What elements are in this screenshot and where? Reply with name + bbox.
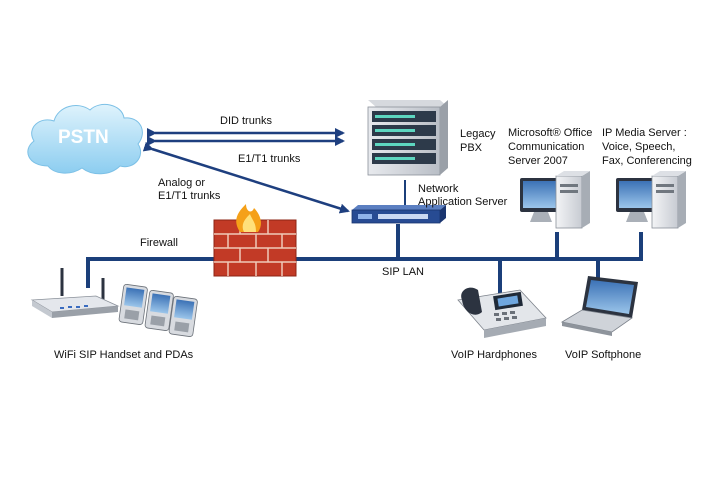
sip-lan-lines bbox=[86, 224, 643, 295]
wifi-access-point-icon bbox=[30, 268, 120, 318]
voip-softphone-laptop-icon bbox=[560, 276, 638, 336]
legacy-pbx-label-line2: PBX bbox=[460, 142, 483, 154]
voip-hardphones-label: VoIP Hardphones bbox=[451, 349, 538, 361]
network-app-server-icon bbox=[351, 205, 446, 224]
app-server-label-line1: Network bbox=[418, 183, 459, 195]
trunk-arrows bbox=[142, 128, 350, 214]
pda-handset-icons bbox=[118, 283, 198, 337]
voip-softphone-label: VoIP Softphone bbox=[565, 349, 642, 361]
sip-lan-label: SIP LAN bbox=[382, 266, 424, 278]
e1t1-trunks-label: E1/T1 trunks bbox=[238, 153, 301, 165]
ms-ocs-label-line1: Microsoft® Office bbox=[508, 127, 593, 139]
voip-hardphone-icon bbox=[457, 287, 547, 338]
ms-ocs-computer-icon bbox=[520, 171, 590, 229]
analog-trunks-label-line1: Analog or bbox=[158, 177, 206, 189]
ip-media-server-label-line3: Fax, Conferencing bbox=[602, 155, 692, 167]
ms-ocs-label-line3: Server 2007 bbox=[508, 155, 568, 167]
ms-ocs-label-line2: Communication bbox=[508, 141, 585, 153]
firewall-label: Firewall bbox=[140, 237, 178, 249]
ip-media-server-label-line2: Voice, Speech, bbox=[602, 141, 676, 153]
pstn-cloud-icon bbox=[27, 103, 143, 175]
did-trunks-label: DID trunks bbox=[220, 115, 272, 127]
analog-trunks-label-line2: E1/T1 trunks bbox=[158, 190, 221, 202]
ip-media-server-label-line1: IP Media Server : bbox=[602, 127, 687, 139]
app-server-label-line2: Application Server bbox=[418, 196, 508, 208]
firewall-icon bbox=[213, 204, 297, 277]
ip-media-server-computer-icon bbox=[616, 171, 686, 229]
analog-trunks-arrow bbox=[142, 141, 350, 214]
legacy-pbx-icon bbox=[367, 100, 448, 176]
wifi-label: WiFi SIP Handset and PDAs bbox=[54, 349, 194, 361]
pstn-label: PSTN bbox=[58, 127, 109, 148]
legacy-pbx-label-line1: Legacy bbox=[460, 128, 496, 140]
